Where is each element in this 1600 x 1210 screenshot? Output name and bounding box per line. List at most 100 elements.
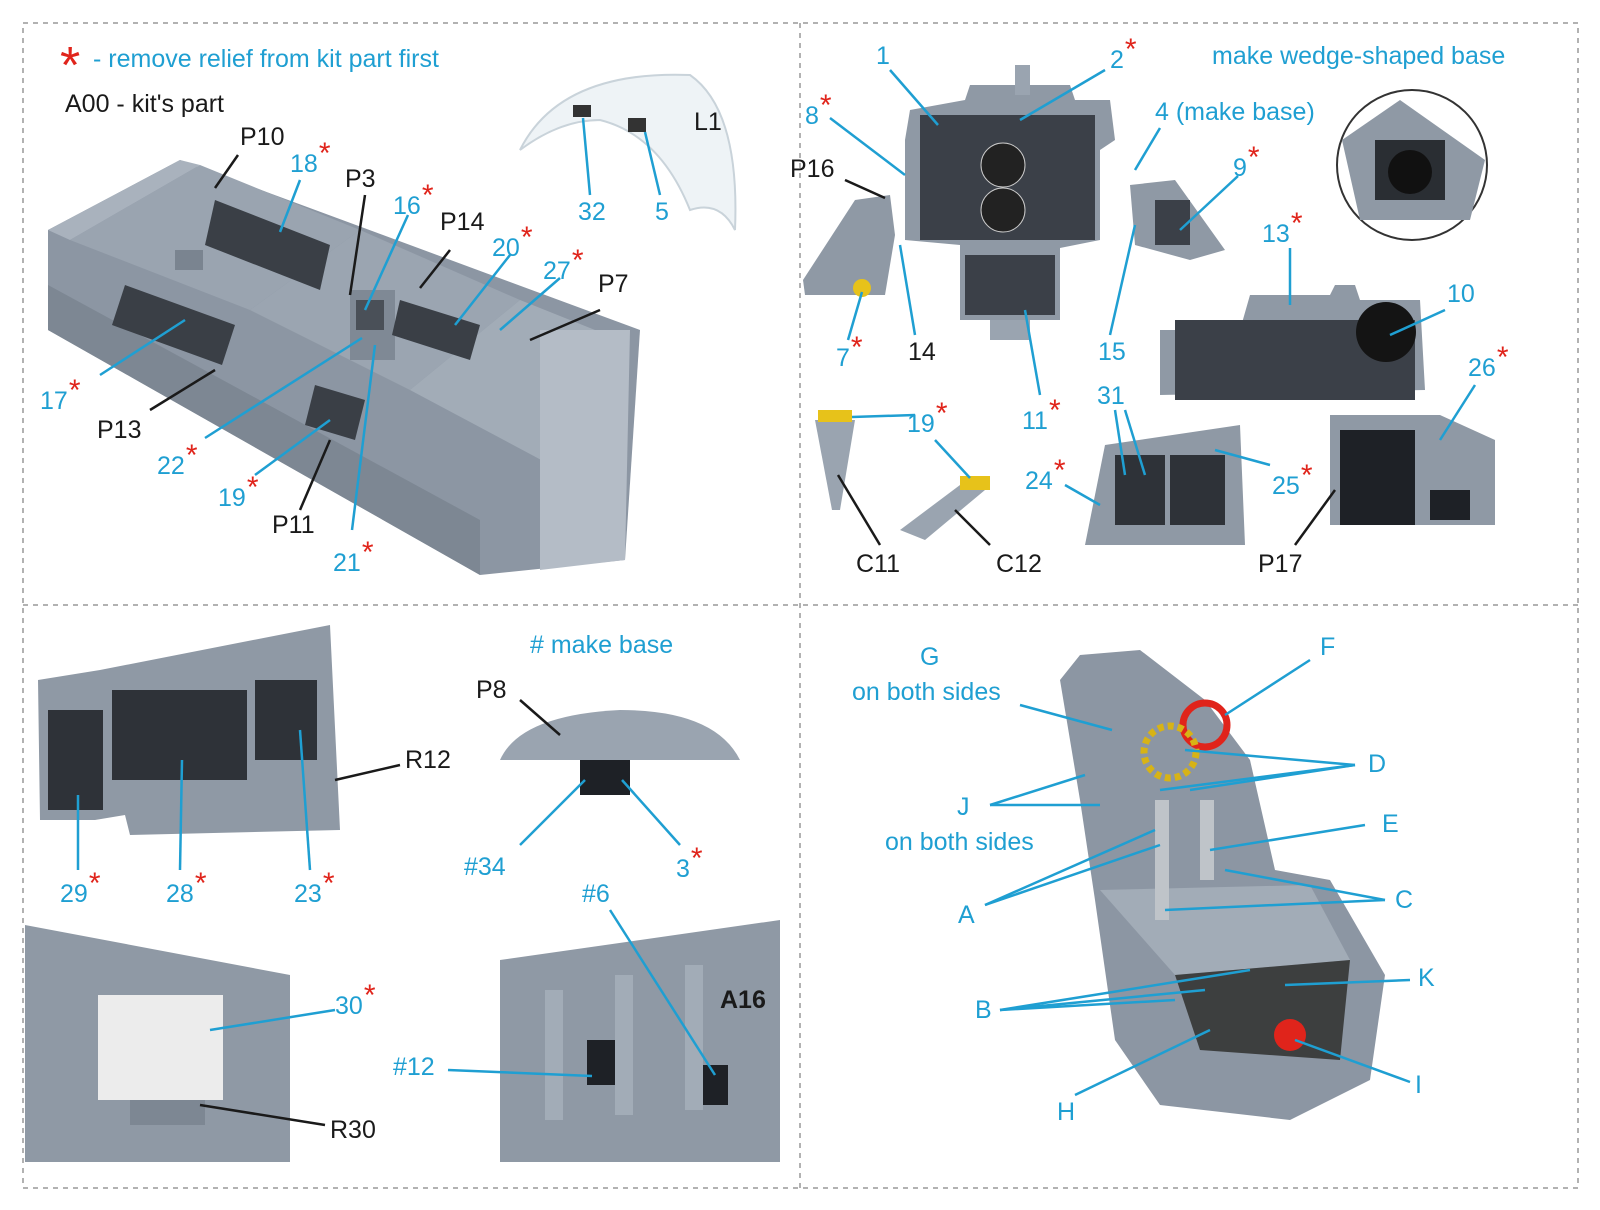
label-19-stick: 19* <box>907 399 948 438</box>
label-p16: P16 <box>790 155 835 183</box>
label-24: 24* <box>1025 456 1066 495</box>
label-p14: P14 <box>440 208 485 236</box>
red-asterisk-icon: * <box>850 331 863 364</box>
label-16: 16* <box>393 181 434 220</box>
label-6: #6 <box>582 880 610 908</box>
panel-p8-render <box>500 710 740 795</box>
label-18: 18* <box>290 139 331 178</box>
rear-instrument-panel-render <box>1085 285 1495 545</box>
note-make-base-4: 4 (make base) <box>1155 98 1315 126</box>
legend-star-text: - remove relief from kit part first <box>93 45 439 73</box>
label-2-text: 2 <box>1110 46 1124 74</box>
label-1: 1 <box>876 42 890 70</box>
label-26: 26* <box>1468 343 1509 382</box>
red-asterisk-icon: * <box>1496 341 1509 374</box>
ejection-seat-render <box>1060 650 1385 1120</box>
label-r12: R12 <box>405 746 451 774</box>
front-instrument-panel-render <box>905 65 1115 340</box>
label-9-text: 9 <box>1233 154 1247 182</box>
label-16-text: 16 <box>393 192 421 220</box>
inset-circle-render <box>1336 89 1488 241</box>
label-11-text: 11 <box>1022 407 1048 435</box>
label-p13: P13 <box>97 416 142 444</box>
side-console-r12-render <box>38 625 340 835</box>
red-asterisk-icon: * <box>68 374 81 407</box>
label-21-text: 21 <box>333 549 361 577</box>
label-5: 5 <box>655 198 669 226</box>
label-p11: P11 <box>272 511 315 539</box>
red-asterisk-icon: * <box>318 137 331 170</box>
red-asterisk-icon: * <box>363 979 376 1012</box>
cockpit-tub-render <box>48 160 640 575</box>
label-17-text: 17 <box>40 387 68 415</box>
label-27: 27* <box>543 246 584 285</box>
label-23-text: 23 <box>294 880 322 908</box>
label-l1: L1 <box>694 108 722 136</box>
label-g: G <box>920 643 940 671</box>
red-asterisk-icon: * <box>88 867 101 900</box>
label-j: J <box>957 793 970 821</box>
label-18-text: 18 <box>290 150 318 178</box>
label-h: H <box>1057 1098 1076 1126</box>
right-console-render <box>1130 180 1225 260</box>
red-asterisk-icon: * <box>421 179 434 212</box>
label-24-text: 24 <box>1025 467 1053 495</box>
label-27-text: 27 <box>543 257 571 285</box>
label-8-text: 8 <box>805 102 819 130</box>
label-3-text: 3 <box>676 855 690 883</box>
label-19-tub: 19* <box>218 473 259 512</box>
label-7-text: 7 <box>836 344 850 372</box>
leader-lines <box>76 68 1477 1127</box>
label-r30: R30 <box>330 1116 376 1144</box>
label-23: 23* <box>294 869 335 908</box>
label-30-text: 30 <box>335 992 363 1020</box>
red-asterisk-icon: * <box>1300 459 1313 492</box>
label-f: F <box>1320 633 1336 661</box>
label-29: 29* <box>60 869 101 908</box>
note-make-base: # make base <box>530 631 674 659</box>
red-asterisk-icon: * <box>520 221 533 254</box>
label-i: I <box>1415 1071 1422 1099</box>
label-15: 15 <box>1098 338 1126 366</box>
label-a: A <box>958 901 975 929</box>
red-asterisk-icon: * <box>246 471 259 504</box>
label-9: 9* <box>1233 143 1260 182</box>
note-wedge-base: make wedge-shaped base <box>1212 42 1506 70</box>
label-17: 17* <box>40 376 81 415</box>
label-13-text: 13 <box>1262 220 1290 248</box>
label-p7: P7 <box>598 270 629 298</box>
label-13: 13* <box>1262 209 1303 248</box>
red-asterisk-icon: * <box>1124 33 1137 66</box>
label-32: 32 <box>578 198 606 226</box>
label-10: 10 <box>1447 280 1475 308</box>
wall-r30-render <box>25 925 290 1162</box>
label-7: 7* <box>836 333 863 372</box>
label-p8: P8 <box>476 676 507 704</box>
label-28: 28* <box>166 869 207 908</box>
red-asterisk-icon: * <box>1053 454 1066 487</box>
note-g-both-sides: on both sides <box>852 678 1001 706</box>
label-22: 22* <box>157 441 198 480</box>
red-asterisk-icon: * <box>819 89 832 122</box>
label-30: 30* <box>335 981 376 1020</box>
label-19-tub-text: 19 <box>218 484 246 512</box>
red-asterisk-icon: * <box>322 867 335 900</box>
note-j-both-sides: on both sides <box>885 828 1034 856</box>
label-c: C <box>1395 886 1414 914</box>
label-3: 3* <box>676 844 703 883</box>
red-asterisk-icon: * <box>194 867 207 900</box>
control-sticks-render <box>815 410 990 540</box>
red-asterisk-icon: * <box>690 842 703 875</box>
label-k: K <box>1418 964 1435 992</box>
legend-kit-text: A00 - kit's part <box>65 90 224 118</box>
label-31: 31 <box>1097 382 1125 410</box>
label-b: B <box>975 996 992 1024</box>
canopy-render <box>519 73 737 234</box>
label-22-text: 22 <box>157 452 185 480</box>
red-asterisk-icon: * <box>1048 394 1061 427</box>
red-asterisk-icon: * <box>1247 141 1260 174</box>
left-console-render <box>803 195 895 297</box>
red-asterisk-icon: * <box>60 37 81 95</box>
